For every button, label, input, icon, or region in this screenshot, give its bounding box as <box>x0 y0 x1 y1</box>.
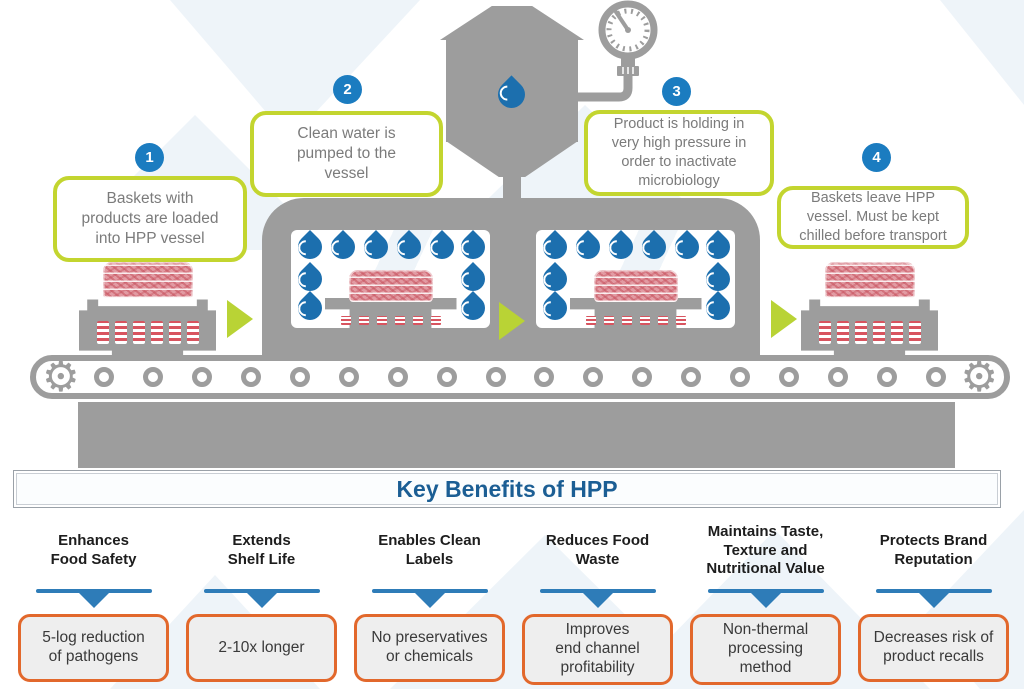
droplet-icon <box>637 230 671 264</box>
benefit-heading: Enhances Food Safety <box>50 532 137 568</box>
benefit-column: Protects Brand Reputation Decreases risk… <box>858 518 1009 685</box>
benefit-pointer-icon <box>707 589 824 611</box>
droplet-icon <box>359 230 393 264</box>
benefit-box: No preservatives or chemicals <box>354 614 505 682</box>
droplet-icon <box>670 230 704 264</box>
basket-contents <box>340 316 441 325</box>
step-callout: Baskets leave HPP vessel. Must be kept c… <box>777 186 969 249</box>
flow-arrow-icon <box>771 300 797 338</box>
benefit-pointer-icon <box>203 589 320 611</box>
water-tank <box>446 39 578 142</box>
droplet-icon <box>604 230 638 264</box>
benefit-heading: Maintains Taste, Texture and Nutritional… <box>706 522 825 578</box>
hpp-vessel <box>262 198 760 356</box>
benefit-column: Extends Shelf Life 2-10x longer <box>186 518 337 685</box>
basket-slots <box>818 321 921 344</box>
droplet-icon <box>571 230 605 264</box>
benefit-column: Maintains Taste, Texture and Nutritional… <box>690 518 841 685</box>
step-callout: Product is holding in very high pressure… <box>584 110 774 196</box>
benefit-heading: Reduces Food Waste <box>545 532 650 568</box>
product-basket <box>801 262 938 358</box>
step-callout: Clean water is pumped to the vessel <box>250 111 443 197</box>
benefit-pointer-icon <box>371 589 488 611</box>
benefit-box: 5-log reduction of pathogens <box>18 614 169 682</box>
meat-product <box>593 270 678 302</box>
basket-holder <box>801 299 938 358</box>
banner-title: Key Benefits of HPP <box>396 475 618 502</box>
step-callout: Baskets with products are loaded into HP… <box>53 176 247 262</box>
droplet-icon <box>701 291 735 325</box>
droplet-icon <box>456 230 490 264</box>
water-drop-icon <box>492 75 531 114</box>
benefit-pointer-icon <box>35 589 152 611</box>
benefit-column: Reduces Food Waste Improves end channel … <box>522 518 673 685</box>
flow-arrow-icon <box>227 300 253 338</box>
vessel-chamber <box>291 230 490 328</box>
step-number-badge: 4 <box>862 143 891 172</box>
meat-product <box>824 262 915 298</box>
conveyor-belt: ⚙ ⚙ <box>30 355 1010 399</box>
basket-holder <box>79 299 216 358</box>
benefit-box: Improves end channel profitability <box>522 614 673 685</box>
water-feed-pipe <box>503 175 521 203</box>
benefit-column: Enhances Food Safety 5-log reduction of … <box>18 518 169 685</box>
benefit-heading: Protects Brand Reputation <box>879 532 988 568</box>
droplet-icon <box>326 230 360 264</box>
droplet-icon <box>701 230 735 264</box>
basket-slots <box>96 321 199 344</box>
benefit-box: Non-thermal processing method <box>690 614 841 685</box>
benefit-column: Enables Clean Labels No preservatives or… <box>354 518 505 685</box>
benefit-box: 2-10x longer <box>186 614 337 682</box>
pressure-gauge-icon <box>577 0 658 102</box>
product-basket <box>79 262 216 358</box>
machine-base <box>78 402 955 468</box>
conveyor-rollers <box>94 361 946 393</box>
step-number-badge: 3 <box>662 77 691 106</box>
gear-icon: ⚙ <box>42 352 80 401</box>
flow-arrow-icon <box>499 302 525 340</box>
droplet-icon <box>293 291 327 325</box>
droplet-icon <box>392 230 426 264</box>
droplet-icon <box>538 291 572 325</box>
droplet-icon <box>456 291 490 325</box>
step-number-badge: 1 <box>135 143 164 172</box>
step-number-badge: 2 <box>333 75 362 104</box>
benefit-pointer-icon <box>539 589 656 611</box>
droplet-icon <box>425 230 459 264</box>
benefit-heading: Extends Shelf Life <box>227 532 296 568</box>
meat-product <box>102 262 193 298</box>
droplet-icon <box>293 230 327 264</box>
gear-icon: ⚙ <box>960 352 998 401</box>
basket-contents <box>585 316 686 325</box>
benefits-row: Enhances Food Safety 5-log reduction of … <box>0 518 1024 685</box>
droplet-icon <box>538 230 572 264</box>
meat-product <box>348 270 433 302</box>
benefit-heading: Enables Clean Labels <box>378 532 481 568</box>
benefit-box: Decreases risk of product recalls <box>858 614 1009 682</box>
benefit-pointer-icon <box>875 589 992 611</box>
vessel-chamber <box>536 230 735 328</box>
benefits-banner: Key Benefits of HPP <box>13 470 1001 508</box>
